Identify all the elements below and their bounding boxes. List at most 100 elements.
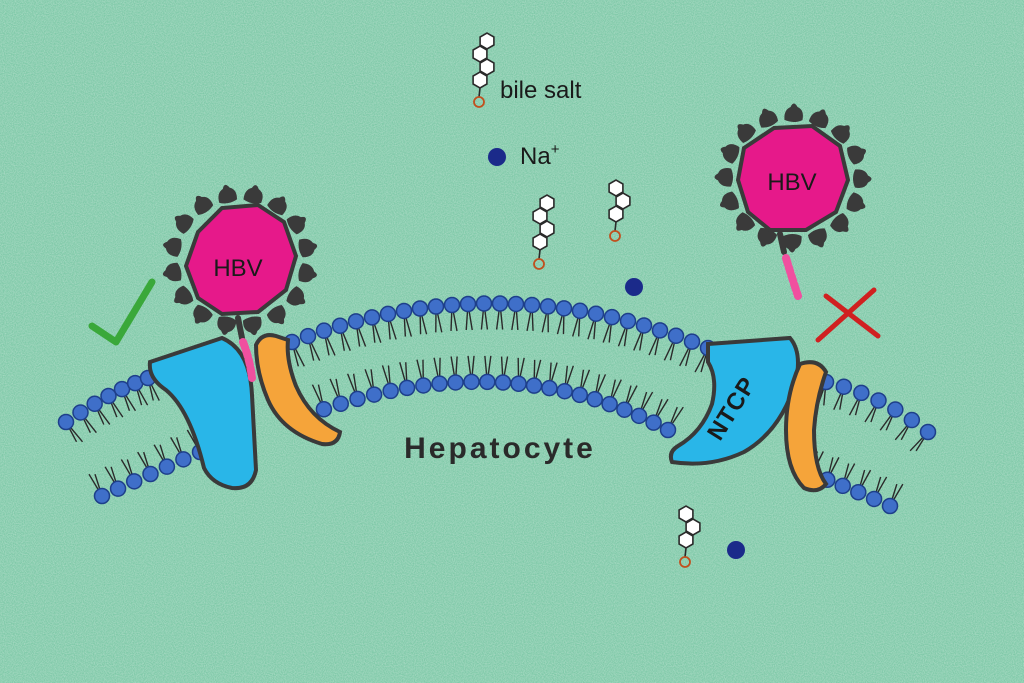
- lipid-head: [175, 451, 192, 468]
- lipid-head: [395, 302, 413, 320]
- lipid-head: [510, 375, 527, 393]
- lipid-head: [363, 309, 381, 326]
- surface-protein-spike: [266, 304, 286, 325]
- lipid-head: [865, 490, 883, 508]
- lipid-head: [447, 374, 464, 391]
- lipid-head: [463, 373, 480, 391]
- lipid-head: [57, 413, 75, 431]
- lipid-head: [125, 473, 143, 490]
- pres1-stalk-right: [777, 231, 787, 255]
- sodium-ion: [727, 541, 745, 559]
- lipid-head: [556, 382, 573, 400]
- lipid-head: [881, 497, 899, 515]
- surface-protein-spike: [784, 103, 803, 122]
- bile-salt-molecules: [472, 32, 701, 568]
- surface-protein-spike: [783, 234, 802, 253]
- lipid-head: [349, 390, 366, 408]
- steroid-ring: [472, 45, 488, 63]
- surface-protein-spike: [719, 191, 739, 211]
- surface-protein-spike: [736, 212, 756, 231]
- lipid-head: [379, 305, 397, 323]
- lipid-head: [415, 377, 432, 394]
- bile-salt-link: [478, 87, 481, 98]
- virus-capsid-left: [183, 202, 299, 317]
- surface-protein-spike: [830, 213, 849, 233]
- sodium-ion-legend: [488, 148, 506, 166]
- lipid-head: [835, 378, 853, 395]
- pres1-stalk-left: [235, 315, 245, 341]
- steroid-ring: [608, 179, 624, 197]
- bile-salt-link: [538, 249, 541, 260]
- steroid-ring: [479, 58, 495, 76]
- pres1-peptide-right: [782, 254, 802, 300]
- lipid-head: [382, 382, 399, 400]
- surface-protein-spike: [759, 108, 779, 128]
- lipid-head: [659, 421, 677, 439]
- sodium-ion: [625, 278, 643, 296]
- lipid-head: [587, 305, 605, 322]
- bile-salt-head: [679, 556, 691, 568]
- surface-protein-spike: [807, 228, 827, 248]
- virus-capsid-right: [735, 123, 851, 232]
- steroid-ring: [539, 194, 555, 212]
- surface-protein-spike: [174, 285, 194, 305]
- partner-protein-right: [783, 360, 829, 493]
- lipid-head: [887, 401, 904, 418]
- surface-protein-spike: [808, 109, 829, 129]
- lipid-head: [158, 458, 176, 475]
- steroid-ring: [615, 192, 631, 210]
- surface-protein-spike: [830, 125, 850, 144]
- surface-protein-spike: [720, 144, 740, 164]
- hbv-virion-left: HBV: [162, 184, 318, 382]
- bile-salt-link: [684, 547, 687, 558]
- surface-protein-spike: [267, 196, 287, 216]
- lipid-head: [411, 300, 429, 317]
- lipid-head: [72, 404, 89, 421]
- surface-protein-spike: [243, 185, 263, 204]
- lipid-head: [525, 377, 543, 394]
- surface-protein-spike: [162, 262, 182, 282]
- bile-salt-legend-label: bile salt: [500, 77, 582, 104]
- surface-protein-spike: [243, 316, 262, 336]
- pres1-peptide-left: [239, 338, 256, 382]
- steroid-ring: [479, 32, 495, 50]
- lipid-head: [555, 300, 573, 317]
- surface-protein-spike: [194, 195, 214, 216]
- hbv-virion-right: HBV: [714, 103, 872, 300]
- lipid-head: [603, 308, 621, 326]
- lipid-head: [347, 313, 365, 330]
- surface-protein-spike: [286, 286, 306, 306]
- lipid-head: [850, 483, 867, 501]
- lipid-head: [459, 295, 477, 313]
- lipid-head: [667, 327, 685, 345]
- lipid-head: [100, 387, 117, 405]
- sodium-legend-label: Na+: [520, 141, 560, 170]
- lipid-head: [93, 487, 111, 505]
- virus-label-right: HBV: [767, 169, 816, 196]
- lipid-head: [365, 386, 383, 403]
- surface-protein-spike: [757, 227, 778, 247]
- surface-protein-spike: [847, 145, 867, 165]
- check-mark-icon: [88, 278, 156, 346]
- lipid-head: [539, 298, 557, 315]
- lipid-head: [541, 379, 558, 397]
- steroid-ring: [685, 518, 701, 536]
- surface-protein-spike: [163, 237, 182, 257]
- surface-protein-spike: [193, 304, 213, 324]
- lipid-head: [601, 395, 618, 413]
- lipid-head: [142, 465, 159, 483]
- surface-protein-spike: [298, 263, 317, 283]
- steroid-ring: [532, 207, 548, 225]
- lipid-head: [853, 384, 870, 402]
- lipid-head: [431, 375, 448, 392]
- lipid-head: [635, 317, 653, 334]
- surface-protein-spike: [217, 316, 237, 335]
- surface-protein-spike: [714, 168, 733, 187]
- partner-protein-left: [253, 333, 343, 447]
- surface-protein-spike: [737, 123, 756, 143]
- lipid-head: [113, 380, 131, 398]
- bile-salt-link: [614, 221, 617, 232]
- lipid-head: [479, 373, 496, 391]
- lipid-head: [299, 327, 317, 345]
